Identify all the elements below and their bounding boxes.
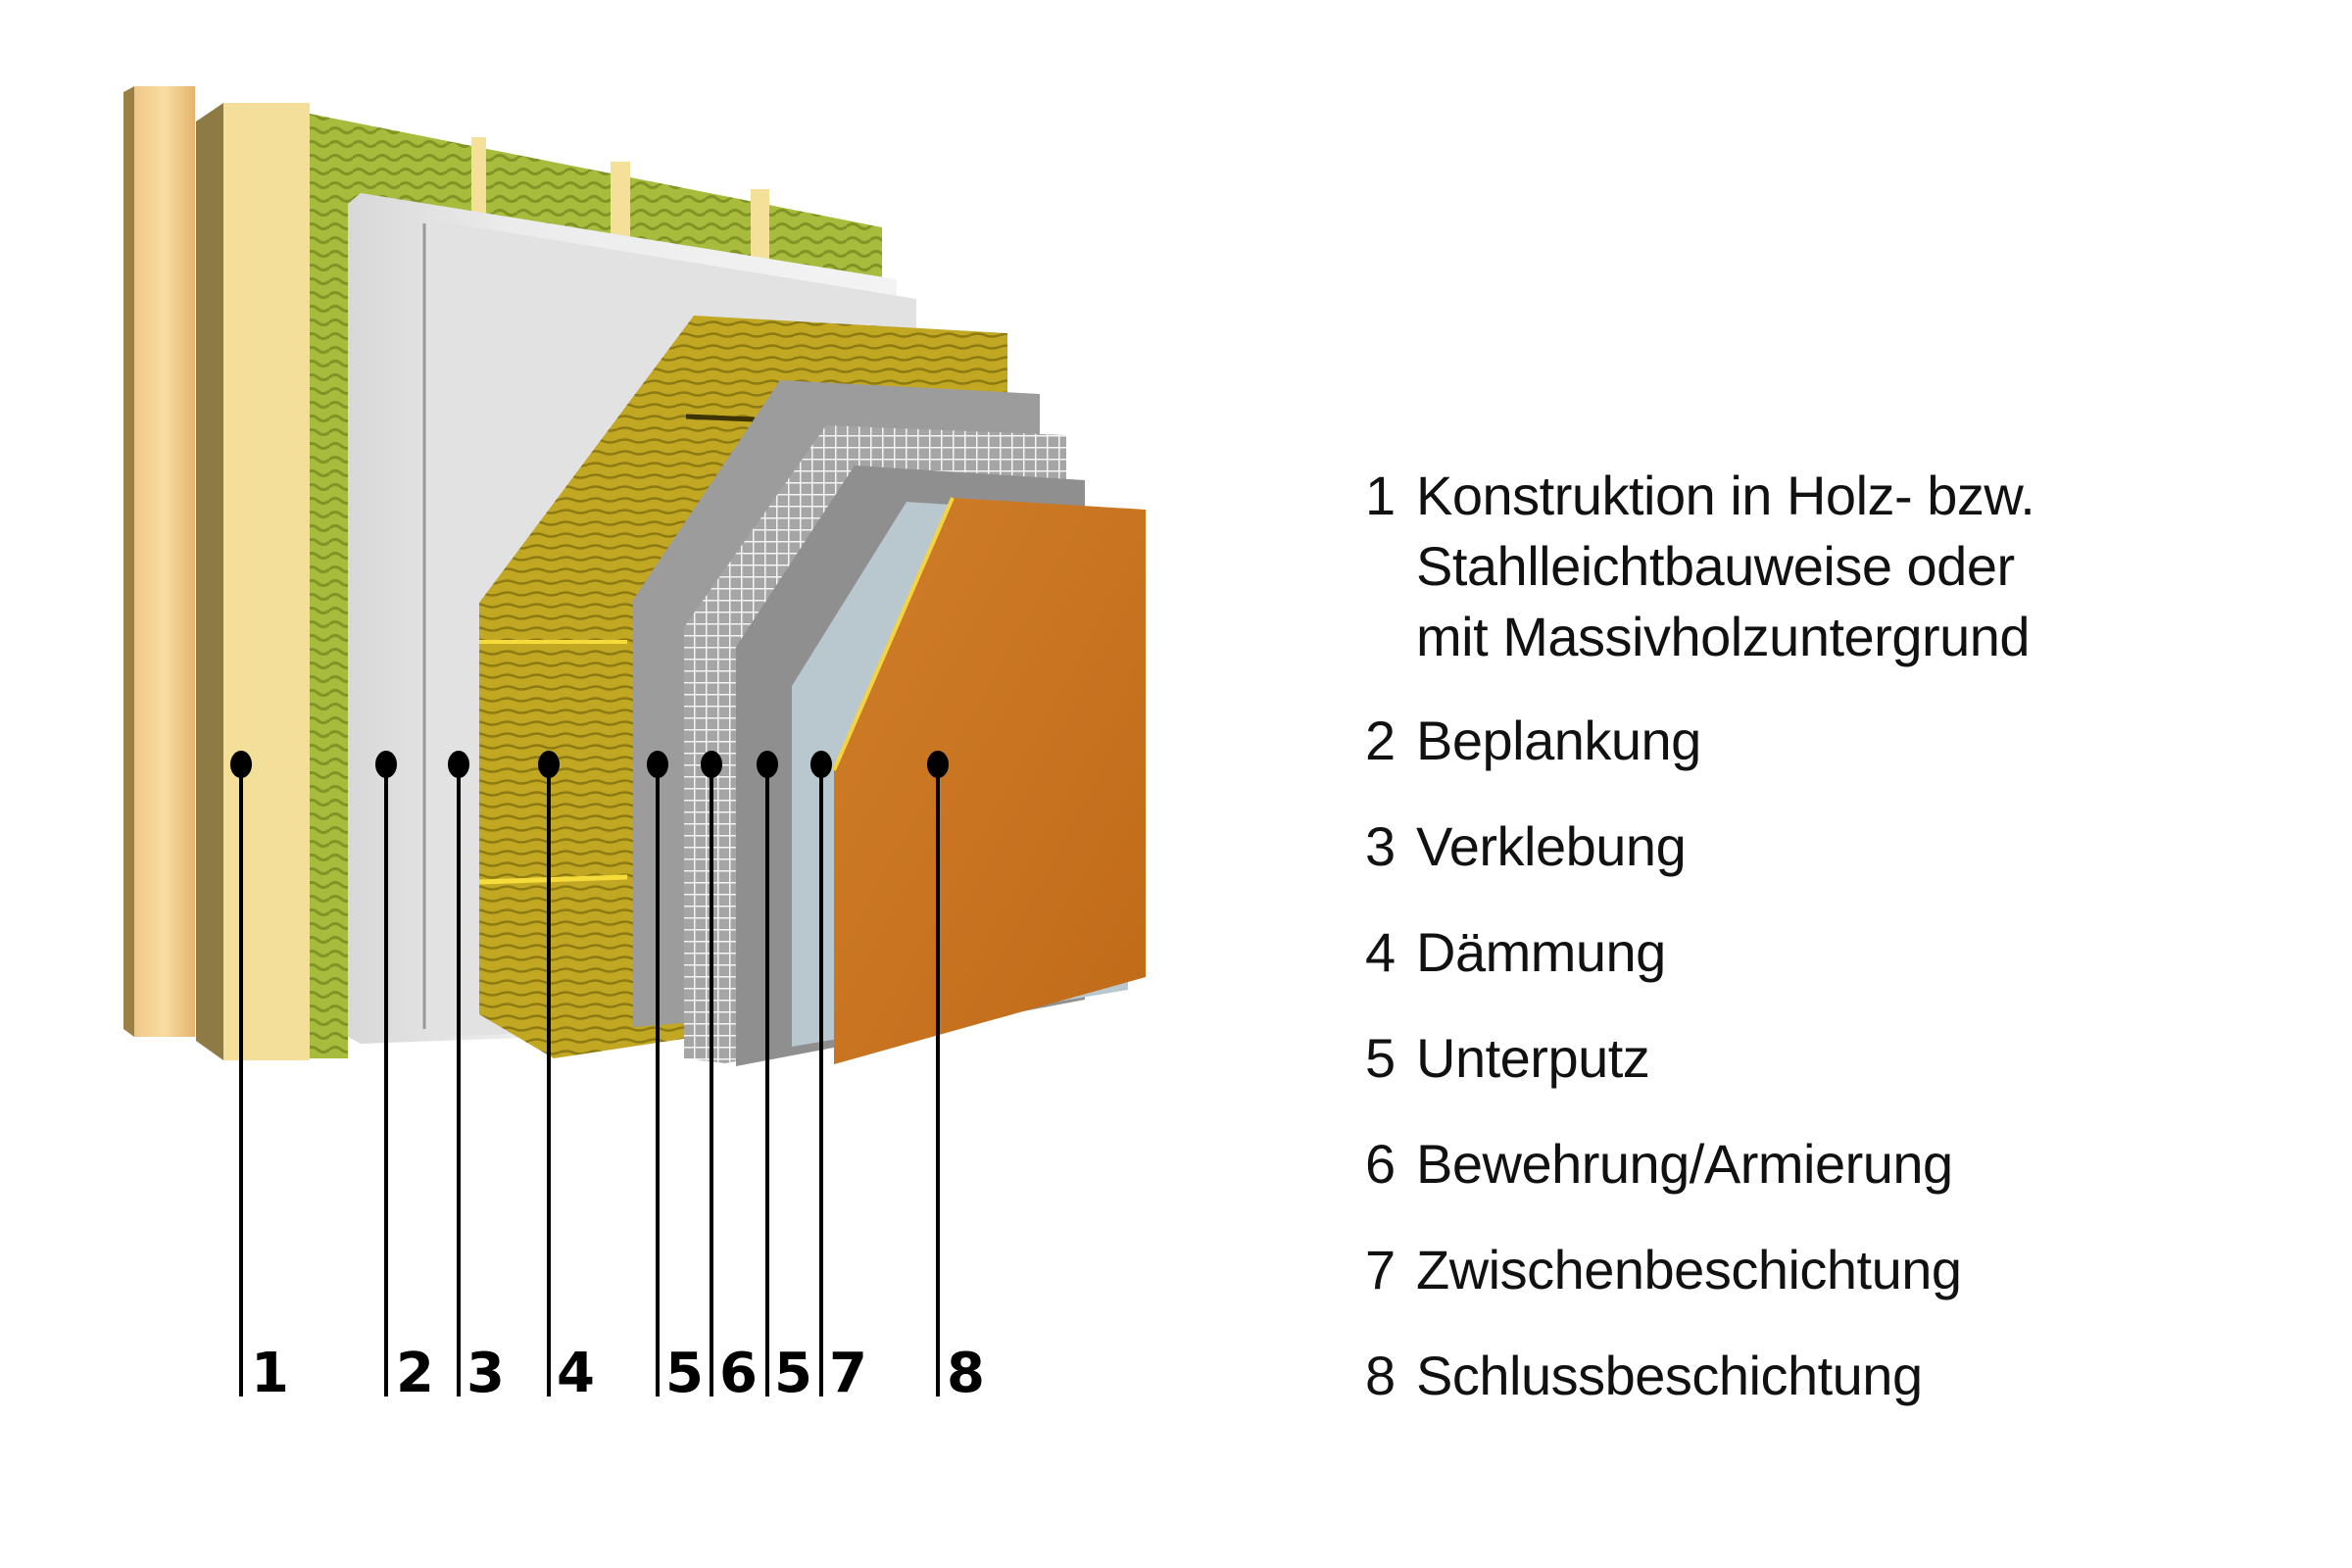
callout-label-5b: 5 (774, 1342, 812, 1405)
callout-label-3: 3 (466, 1342, 505, 1405)
legend-number: 4 (1365, 921, 1396, 983)
legend-text: Bewehrung/Armierung (1416, 1133, 1953, 1195)
callout-labels: 1 2 3 4 5 6 5 7 8 (251, 1342, 985, 1405)
callout-label-1: 1 (251, 1342, 289, 1405)
legend-number: 3 (1365, 815, 1396, 877)
legend-text: Schlussbeschichtung (1416, 1345, 1923, 1406)
callout-label-7: 7 (829, 1342, 867, 1405)
legend-item-1: 1 Konstruktion in Holz- bzw. Stahlleicht… (1365, 461, 2247, 672)
legend-text: Beplankung (1416, 710, 1701, 771)
callout-label-8: 8 (947, 1342, 985, 1405)
callout-label-5: 5 (665, 1342, 704, 1405)
callout-lines (230, 751, 949, 1396)
legend-number: 8 (1365, 1345, 1396, 1406)
legend-number: 7 (1365, 1239, 1396, 1300)
layer-8-schlussbeschichtung (832, 497, 1146, 1064)
legend-number: 1 (1365, 465, 1396, 526)
legend-item-3: 3 Verklebung (1365, 811, 2247, 882)
legend-text: Verklebung (1416, 815, 1687, 877)
legend-number: 5 (1365, 1027, 1396, 1089)
legend-item-2: 2 Beplankung (1365, 706, 2247, 776)
legend: 1 Konstruktion in Holz- bzw. Stahlleicht… (1365, 461, 2247, 1446)
legend-text: Dämmung (1416, 921, 1666, 983)
legend-text: Unterputz (1416, 1027, 1650, 1089)
legend-item-4: 4 Dämmung (1365, 917, 2247, 988)
callout-label-4: 4 (557, 1342, 595, 1405)
legend-item-5: 5 Unterputz (1365, 1023, 2247, 1094)
legend-text: Zwischenbeschichtung (1416, 1239, 1962, 1300)
legend-number: 2 (1365, 710, 1396, 771)
callout-label-2: 2 (396, 1342, 434, 1405)
legend-item-8: 8 Schlussbeschichtung (1365, 1341, 2247, 1411)
legend-number: 6 (1365, 1133, 1396, 1195)
legend-item-6: 6 Bewehrung/Armierung (1365, 1129, 2247, 1200)
legend-text: Konstruktion in Holz- bzw. Stahlleichtba… (1416, 465, 2035, 667)
layer-1-construction (123, 86, 195, 1037)
callout-label-6: 6 (719, 1342, 758, 1405)
legend-item-7: 7 Zwischenbeschichtung (1365, 1235, 2247, 1305)
